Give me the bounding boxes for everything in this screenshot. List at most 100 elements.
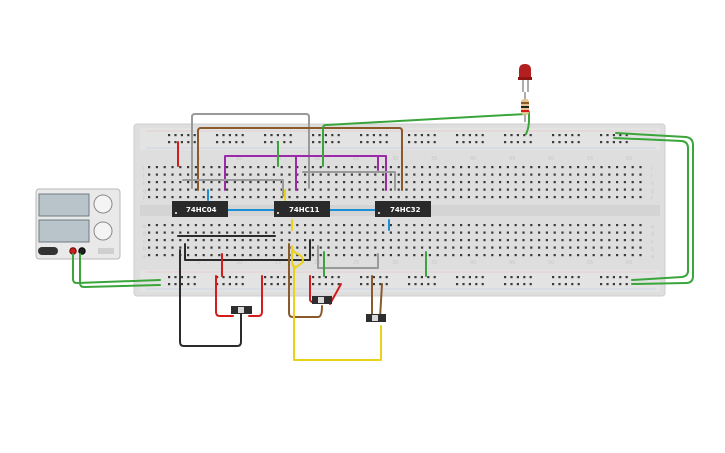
rail-hole — [324, 141, 327, 144]
breadboard-hole — [194, 231, 197, 234]
breadboard-hole — [304, 246, 307, 249]
wire-red-switch-2[interactable] — [248, 275, 263, 317]
breadboard-hole — [545, 181, 548, 184]
breadboard-hole — [467, 196, 470, 199]
breadboard-hole — [421, 181, 424, 184]
breadboard-hole — [249, 181, 252, 184]
wire-green-led[interactable] — [322, 111, 530, 141]
rail-hole — [168, 276, 171, 279]
rail-hole — [606, 276, 609, 279]
breadboard-hole — [600, 181, 603, 184]
rail-hole — [168, 283, 171, 286]
rail-hole — [337, 276, 340, 279]
rail-hole — [283, 283, 286, 286]
wire-green-right-rail-2[interactable] — [615, 132, 694, 285]
breadboard-hole — [311, 231, 314, 234]
rail-hole — [523, 141, 526, 144]
breadboard-hole — [623, 254, 626, 257]
wire-gray-bottom[interactable] — [317, 245, 379, 269]
wire-gray-top-loop[interactable] — [191, 113, 310, 189]
rail-hole — [193, 134, 196, 137]
rail-hole — [318, 283, 321, 286]
chip-74hc11[interactable]: 74HC11 — [274, 201, 330, 217]
breadboard-hole — [241, 239, 244, 242]
breadboard-hole — [148, 246, 151, 249]
wire-gray-short[interactable] — [302, 171, 396, 191]
rail-hole — [558, 134, 561, 137]
breadboard-hole — [257, 181, 260, 184]
breadboard-hole — [226, 239, 229, 242]
breadboard-hole — [623, 188, 626, 191]
slide-switch-icon[interactable] — [231, 306, 252, 314]
breadboard-hole — [483, 231, 486, 234]
rail-hole — [222, 141, 225, 144]
breadboard-hole — [545, 231, 548, 234]
breadboard-hole — [241, 196, 244, 199]
breadboard-hole — [475, 254, 478, 257]
rail-hole — [619, 141, 622, 144]
breadboard-hole — [405, 166, 408, 169]
rail-hole — [379, 134, 382, 137]
chip-74hc32[interactable]: 74HC32 — [375, 201, 431, 217]
breadboard-hole — [171, 224, 174, 227]
breadboard-hole — [530, 239, 533, 242]
breadboard-hole — [405, 173, 408, 176]
breadboard-hole — [343, 166, 346, 169]
breadboard-hole — [623, 231, 626, 234]
wire-gray-left[interactable] — [182, 179, 284, 197]
breadboard-hole — [319, 246, 322, 249]
breadboard-hole — [296, 181, 299, 184]
led-icon[interactable] — [518, 64, 532, 92]
breadboard-hole — [600, 196, 603, 199]
wire-yellow-loop[interactable] — [291, 245, 304, 269]
wire-yellow-long[interactable] — [293, 265, 382, 361]
breadboard-hole — [194, 188, 197, 191]
slide-switch-icon[interactable] — [312, 296, 332, 304]
row-label: d — [651, 232, 654, 238]
resistor-icon[interactable] — [521, 92, 529, 122]
breadboard-hole — [639, 231, 642, 234]
slide-switch-icon[interactable] — [366, 314, 386, 322]
wire-black-bottom-2[interactable] — [184, 239, 311, 261]
power-supply-icon[interactable] — [35, 188, 121, 260]
breadboard-hole — [530, 166, 533, 169]
breadboard-hole — [249, 224, 252, 227]
breadboard-hole — [491, 166, 494, 169]
breadboard-hole — [257, 173, 260, 176]
breadboard-hole — [467, 239, 470, 242]
rail-hole — [228, 276, 231, 279]
breadboard-hole — [210, 239, 213, 242]
breadboard-hole — [280, 188, 283, 191]
breadboard-hole — [514, 254, 517, 257]
breadboard-hole — [421, 224, 424, 227]
breadboard-hole — [218, 224, 221, 227]
breadboard-hole — [600, 188, 603, 191]
wire-green-psu-2[interactable] — [79, 253, 161, 288]
wire-black-switch[interactable] — [179, 249, 242, 347]
breadboard-hole — [366, 231, 369, 234]
wire-red-switch-1[interactable] — [215, 275, 234, 317]
wire-green-right-rail-1[interactable] — [613, 137, 689, 281]
wire-brown-switch-3[interactable] — [379, 283, 383, 319]
breadboard-hole — [304, 188, 307, 191]
breadboard-hole — [444, 196, 447, 199]
breadboard-hole — [538, 224, 541, 227]
rail-hole — [222, 276, 225, 279]
breadboard-hole — [280, 181, 283, 184]
wire-brown-top-loop[interactable] — [197, 127, 403, 191]
wire-green-psu-1[interactable] — [72, 253, 161, 284]
breadboard-hole — [319, 181, 322, 184]
rail-hole — [420, 276, 423, 279]
rail-hole — [571, 276, 574, 279]
chip-74hc04[interactable]: 74HC04 — [172, 201, 228, 217]
column-label: 25 — [353, 260, 359, 266]
breadboard-hole — [584, 239, 587, 242]
breadboard-hole — [265, 246, 268, 249]
rail-hole — [481, 283, 484, 286]
breadboard-hole — [592, 224, 595, 227]
rail-hole — [475, 141, 478, 144]
rail-hole — [331, 276, 334, 279]
breadboard-hole — [249, 246, 252, 249]
breadboard-holes — [148, 134, 642, 286]
rail-hole — [366, 141, 369, 144]
